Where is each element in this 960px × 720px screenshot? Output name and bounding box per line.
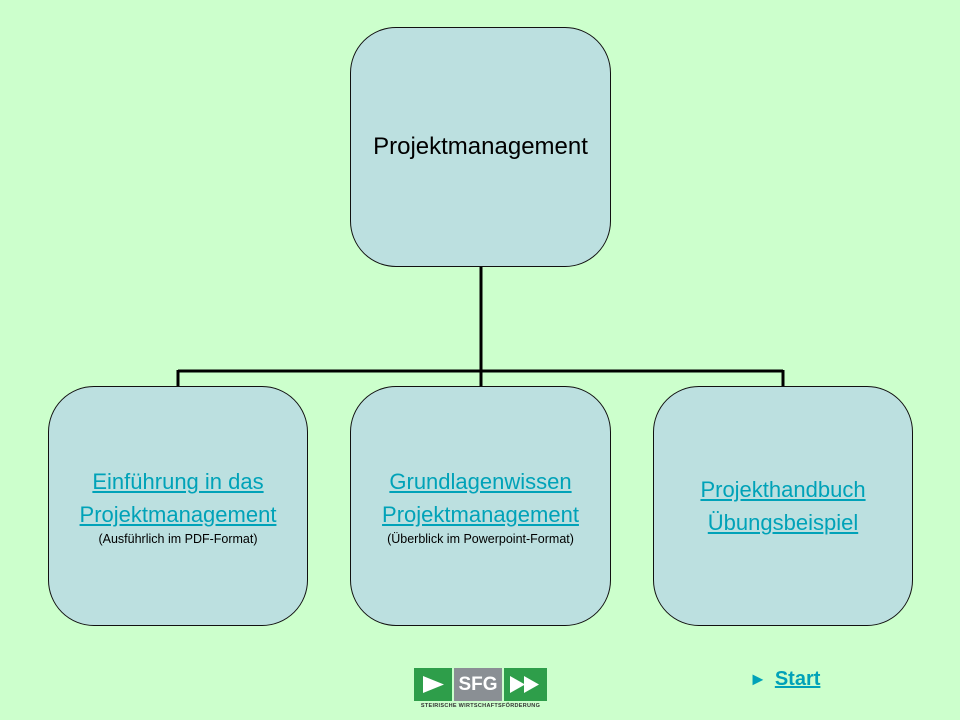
root-node-label: Projektmanagement bbox=[373, 132, 588, 160]
grundlagenwissen-link[interactable]: Grundlagenwissen Projektmanagement bbox=[382, 465, 579, 531]
sfg-logo: SFG STEIRISCHE WIRTSCHAFTSFÖRDERUNG bbox=[414, 668, 547, 712]
einfuehrung-link[interactable]: Einführung in das Projektmanagement bbox=[80, 465, 277, 531]
einfuehrung-link-line-2[interactable]: Projektmanagement bbox=[79, 502, 277, 527]
logo-play-icon bbox=[414, 668, 452, 701]
start-navigation[interactable]: ► Start bbox=[749, 668, 820, 691]
grundlagenwissen-link-line-2[interactable]: Projektmanagement bbox=[382, 502, 579, 527]
einfuehrung-subtitle: (Ausführlich im PDF-Format) bbox=[98, 532, 258, 546]
grundlagenwissen-link-line-1[interactable]: Grundlagenwissen bbox=[389, 469, 572, 494]
child-node-projekthandbuch: Projekthandbuch Übungsbeispiel bbox=[653, 386, 913, 626]
grundlagenwissen-subtitle: (Überblick im Powerpoint-Format) bbox=[387, 532, 574, 546]
root-node-projektmanagement: Projektmanagement bbox=[350, 27, 611, 267]
logo-sfg-tile: SFG bbox=[454, 668, 502, 701]
child-node-einfuehrung: Einführung in das Projektmanagement (Aus… bbox=[48, 386, 308, 626]
einfuehrung-link-line-1[interactable]: Einführung in das bbox=[92, 469, 264, 494]
projekthandbuch-link-line-2[interactable]: Übungsbeispiel bbox=[707, 510, 859, 535]
child-node-grundlagenwissen: Grundlagenwissen Projektmanagement (Über… bbox=[350, 386, 611, 626]
play-arrow-icon: ► bbox=[749, 669, 767, 689]
logo-fast-forward-icon bbox=[504, 668, 547, 701]
projekthandbuch-link-line-1[interactable]: Projekthandbuch bbox=[700, 477, 866, 502]
start-link[interactable]: Start bbox=[774, 668, 821, 690]
logo-caption: STEIRISCHE WIRTSCHAFTSFÖRDERUNG bbox=[420, 703, 541, 709]
logo-sfg-text: SFG bbox=[458, 673, 498, 695]
projekthandbuch-link[interactable]: Projekthandbuch Übungsbeispiel bbox=[700, 473, 865, 539]
